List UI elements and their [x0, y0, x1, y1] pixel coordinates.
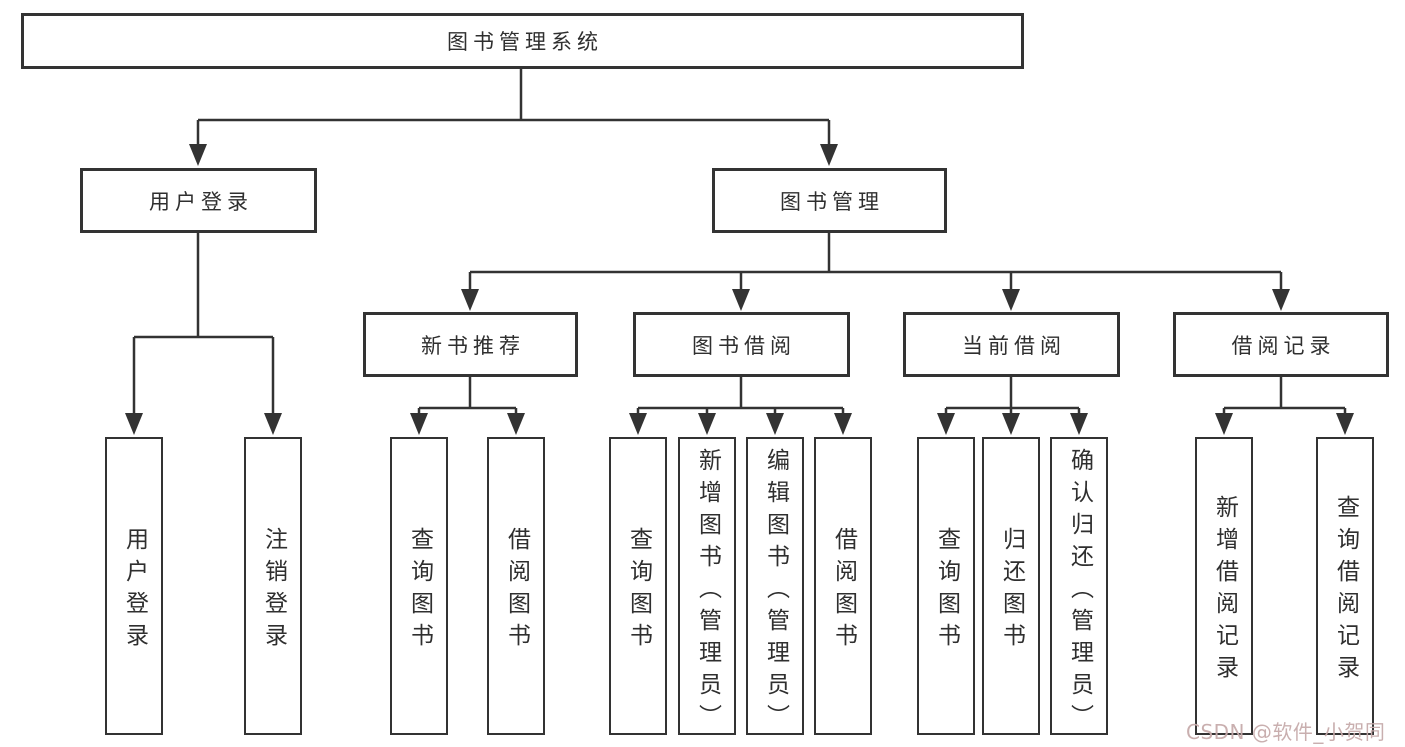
arrow-head — [461, 289, 479, 311]
arrow-head — [834, 413, 852, 435]
node-leaf-add-borrow-record: 新增借阅记录 — [1195, 437, 1253, 735]
connector-borrowing-to-leaves — [636, 377, 845, 417]
arrow-head — [820, 144, 838, 166]
node-book-borrowing: 图书借阅 — [633, 312, 850, 377]
arrow-head — [766, 413, 784, 435]
node-leaf-query-books-borrowing: 查询图书 — [609, 437, 667, 735]
connector-userlogin-to-leaves — [132, 233, 275, 417]
arrow-head — [410, 413, 428, 435]
connector-lines — [132, 69, 1347, 417]
arrow-head — [732, 289, 750, 311]
connector-root-to-level2 — [196, 69, 831, 146]
node-leaf-query-books-recommend: 查询图书 — [390, 437, 448, 735]
arrow-head — [1070, 413, 1088, 435]
node-leaf-borrow-books-borrowing: 借阅图书 — [814, 437, 872, 735]
node-leaf-edit-book-admin: 编辑图书（管理员） — [746, 437, 804, 736]
node-leaf-query-borrow-record: 查询借阅记录 — [1316, 437, 1374, 735]
node-leaf-logout: 注销登录 — [244, 437, 302, 735]
arrow-heads — [125, 144, 1354, 435]
node-borrowing-records: 借阅记录 — [1173, 312, 1389, 377]
node-current-borrowing: 当前借阅 — [903, 312, 1120, 377]
node-leaf-borrow-books-recommend: 借阅图书 — [487, 437, 545, 735]
arrow-head — [1002, 413, 1020, 435]
node-new-book-recommendation: 新书推荐 — [363, 312, 578, 377]
node-book-management: 图书管理 — [712, 168, 947, 233]
arrow-head — [698, 413, 716, 435]
arrow-head — [507, 413, 525, 435]
node-leaf-user-login: 用户登录 — [105, 437, 163, 735]
connector-records-to-leaves — [1222, 377, 1347, 417]
arrow-head — [1336, 413, 1354, 435]
connector-bookmgmt-to-level3 — [468, 233, 1283, 291]
arrow-head — [937, 413, 955, 435]
arrow-head — [264, 413, 282, 435]
arrow-head — [629, 413, 647, 435]
node-leaf-return-books: 归还图书 — [982, 437, 1040, 735]
arrow-head — [1272, 289, 1290, 311]
csdn-watermark: CSDN @软件_小贺同学 — [1186, 720, 1386, 744]
arrow-head — [1002, 289, 1020, 311]
arrow-head — [189, 144, 207, 166]
arrow-head — [1215, 413, 1233, 435]
node-leaf-confirm-return-admin: 确认归还（管理员） — [1050, 437, 1108, 736]
arrow-head — [125, 413, 143, 435]
node-user-login: 用户登录 — [80, 168, 317, 233]
connector-current-to-leaves — [944, 377, 1081, 417]
node-leaf-add-book-admin: 新增图书（管理员） — [678, 437, 736, 736]
node-library-management-system: 图书管理系统 — [21, 13, 1024, 69]
node-leaf-query-books-current: 查询图书 — [917, 437, 975, 735]
connector-recommend-to-leaves — [417, 377, 518, 417]
